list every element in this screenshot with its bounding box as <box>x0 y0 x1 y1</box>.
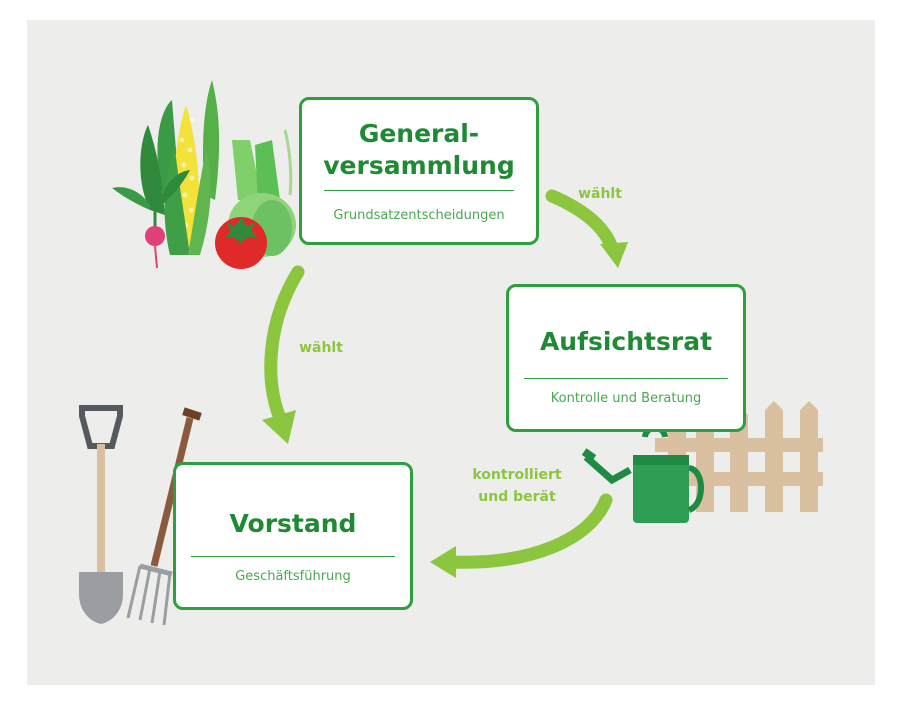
node-vorstand: Vorstand Geschäftsführung <box>173 462 413 610</box>
node-subtitle: Grundsatzentscheidungen <box>333 208 505 223</box>
pitchfork-illustration <box>126 407 202 626</box>
edge-label-kontrolliert: kontrolliert und berät <box>452 464 582 508</box>
node-title-line1: General- <box>358 119 480 148</box>
node-divider <box>324 190 514 191</box>
watering-can-illustration <box>581 425 704 523</box>
node-aufsichtsrat: Aufsichtsrat Kontrolle und Beratung <box>506 284 746 432</box>
arrow-gv-to-vorstand <box>262 265 305 444</box>
node-divider <box>191 556 395 557</box>
arrow-aufsichtsrat-to-vorstand <box>430 493 613 578</box>
node-subtitle: Geschäftsführung <box>235 569 351 584</box>
node-title: Aufsichtsrat <box>539 327 713 356</box>
node-subtitle: Kontrolle und Beratung <box>550 391 702 406</box>
node-title-line2: versammlung <box>323 151 515 180</box>
arrow-gv-to-aufsichtsrat <box>545 189 628 268</box>
spade-illustration <box>79 405 123 624</box>
edge-label-line1: kontrolliert <box>472 467 562 483</box>
node-generalversammlung: General- versammlung Grundsatzentscheidu… <box>299 97 539 245</box>
edge-label-waehlt-left: wählt <box>299 340 343 356</box>
edge-label-line2: und berät <box>478 489 556 505</box>
node-divider <box>524 378 728 379</box>
node-title: Vorstand <box>229 509 357 538</box>
vegetables-illustration <box>112 80 296 269</box>
edge-label-waehlt-right: wählt <box>578 186 622 202</box>
